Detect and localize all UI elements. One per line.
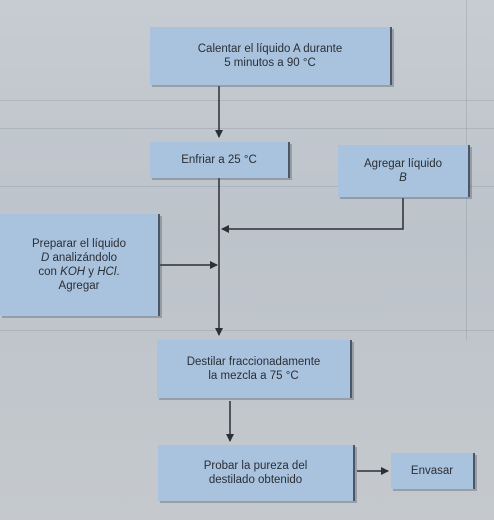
step-heat-line2: 5 minutos a 90 °C [224, 57, 316, 69]
step-prepare-d-line3-mid: y [85, 266, 98, 278]
step-pack-text: Envasar [410, 465, 454, 477]
step-prepare-d-line3-end: . [116, 266, 120, 278]
step-prepare-d-liquid-name: D [40, 252, 50, 264]
step-prepare-d-koh: KOH [60, 266, 86, 278]
step-prepare-d-line3: con KOH y HCl. [38, 265, 119, 279]
step-heat-box: Calentar el líquido A durante 5 minutos … [150, 27, 392, 85]
step-prepare-d-line3-pre: con [38, 266, 61, 278]
step-prepare-d-line2-rest: analizándolo [49, 252, 118, 264]
step-pack-box: Envasar [391, 453, 475, 489]
arrow-add-b-connector [221, 198, 404, 233]
step-prepare-d-line1: Preparar el líquido [32, 238, 126, 250]
step-prepare-d-line2: D analizándolo [41, 251, 117, 265]
step-add-b-line1: Agregar líquido [364, 158, 442, 170]
step-distill-line1: Destilar fraccionadamente [186, 356, 321, 368]
step-prepare-d-box: Preparar el líquido D analizándolo con K… [0, 214, 160, 316]
step-cool-text: Enfriar a 25 °C [181, 154, 257, 166]
step-prepare-d-line4: Agregar [58, 280, 100, 292]
background-rule [0, 330, 494, 331]
step-distill-line2: la mezcla a 75 °C [208, 370, 299, 382]
step-prepare-d-hcl: HCl [97, 266, 117, 278]
step-cool-box: Enfriar a 25 °C [150, 142, 290, 178]
step-add-b-line2: B [399, 172, 407, 184]
background-rule [0, 128, 494, 129]
background-rule [0, 100, 494, 101]
step-test-box: Probar la pureza del destilado obtenido [158, 445, 355, 501]
step-heat-line1: Calentar el líquido A durante [197, 43, 343, 55]
background-rule [0, 186, 494, 187]
step-test-line2: destilado obtenido [208, 474, 303, 486]
step-test-line1: Probar la pureza del [203, 460, 308, 472]
step-add-b-box: Agregar líquido B [338, 145, 470, 197]
step-distill-box: Destilar fraccionadamente la mezcla a 75… [157, 340, 352, 398]
